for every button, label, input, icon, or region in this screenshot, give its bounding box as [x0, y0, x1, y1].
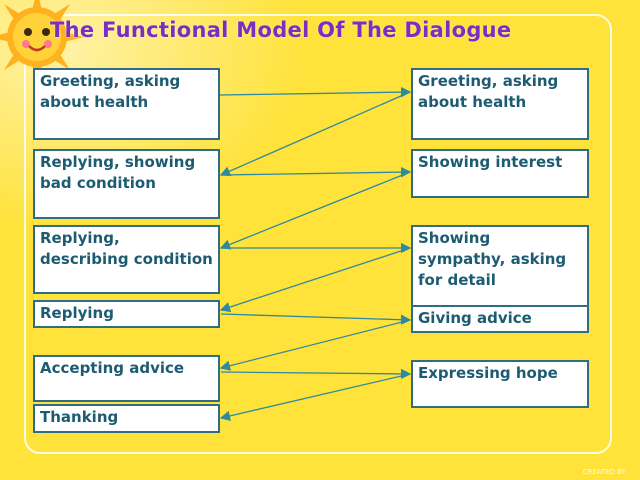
slide-frame	[24, 14, 612, 454]
right-box-greeting: Greeting, asking about health	[411, 68, 589, 140]
watermark-bottom: CREATED BY	[582, 468, 626, 476]
left-box-replying: Replying	[33, 300, 220, 328]
right-box-expressing-hope: Expressing hope	[411, 360, 589, 408]
cartoon-sun-icon	[0, 0, 84, 84]
left-box-thanking: Thanking	[33, 404, 220, 433]
left-box-greeting: Greeting, asking about health	[33, 68, 220, 140]
right-box-giving-advice: Giving advice	[411, 305, 589, 333]
slide-title: The Functional Model Of The Dialogue	[50, 18, 512, 42]
right-box-showing-sympathy: Showing sympathy, asking for detail	[411, 225, 589, 307]
left-box-describing-condition: Replying, describing condition	[33, 225, 220, 294]
right-box-showing-interest: Showing interest	[411, 149, 589, 198]
left-box-replying-bad-condition: Replying, showing bad condition	[33, 149, 220, 219]
left-box-accepting-advice: Accepting advice	[33, 355, 220, 402]
